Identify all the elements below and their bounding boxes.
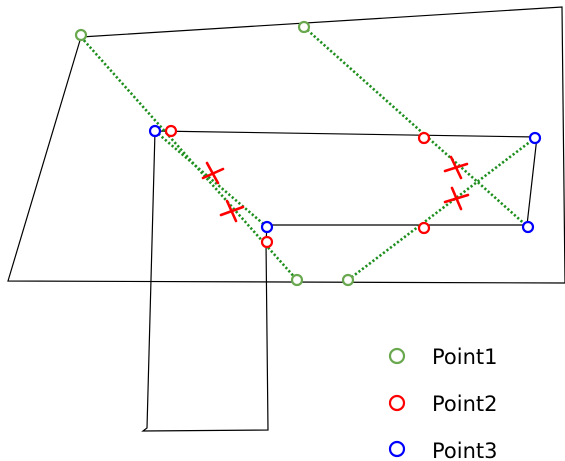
legend: Point1 Point2 Point3 — [388, 345, 498, 461]
legend-label-point2: Point2 — [432, 392, 498, 416]
legend-label-point1: Point1 — [432, 345, 498, 369]
legend-label-point3: Point3 — [432, 439, 498, 461]
cross-marker — [219, 199, 245, 223]
point1-marker — [290, 273, 304, 287]
legend-marker-point2 — [388, 394, 406, 412]
point1-marker — [341, 273, 355, 287]
point1-marker — [297, 20, 311, 34]
lower-polygon — [141, 130, 269, 432]
point2-marker — [417, 221, 431, 235]
dotted-lines — [80, 26, 536, 282]
dotted-line-2 — [154, 130, 268, 228]
point2-markers — [164, 124, 431, 249]
legend-item-point2: Point2 — [388, 392, 498, 416]
legend-item-point3: Point3 — [388, 439, 498, 461]
point1-markers — [74, 20, 355, 287]
legend-marker-point3 — [388, 440, 406, 458]
dotted-line-3 — [303, 26, 529, 228]
intersection-crosses — [201, 155, 470, 223]
cross-marker — [443, 155, 469, 180]
point3-marker — [260, 220, 274, 234]
point3-marker — [528, 131, 542, 145]
point2-marker — [164, 124, 178, 138]
dotted-line-4 — [347, 136, 536, 282]
point1-marker — [74, 28, 88, 42]
point3-markers — [148, 124, 542, 234]
cross-marker — [201, 161, 225, 185]
cross-marker — [443, 186, 470, 211]
legend-item-point1: Point1 — [388, 345, 498, 369]
point2-marker — [260, 235, 274, 249]
point2-marker — [417, 131, 431, 145]
point3-marker — [148, 124, 162, 138]
dotted-line-1 — [80, 36, 298, 281]
large-quadrilateral — [7, 6, 565, 284]
point3-marker — [521, 220, 535, 234]
legend-marker-point1 — [388, 347, 406, 365]
